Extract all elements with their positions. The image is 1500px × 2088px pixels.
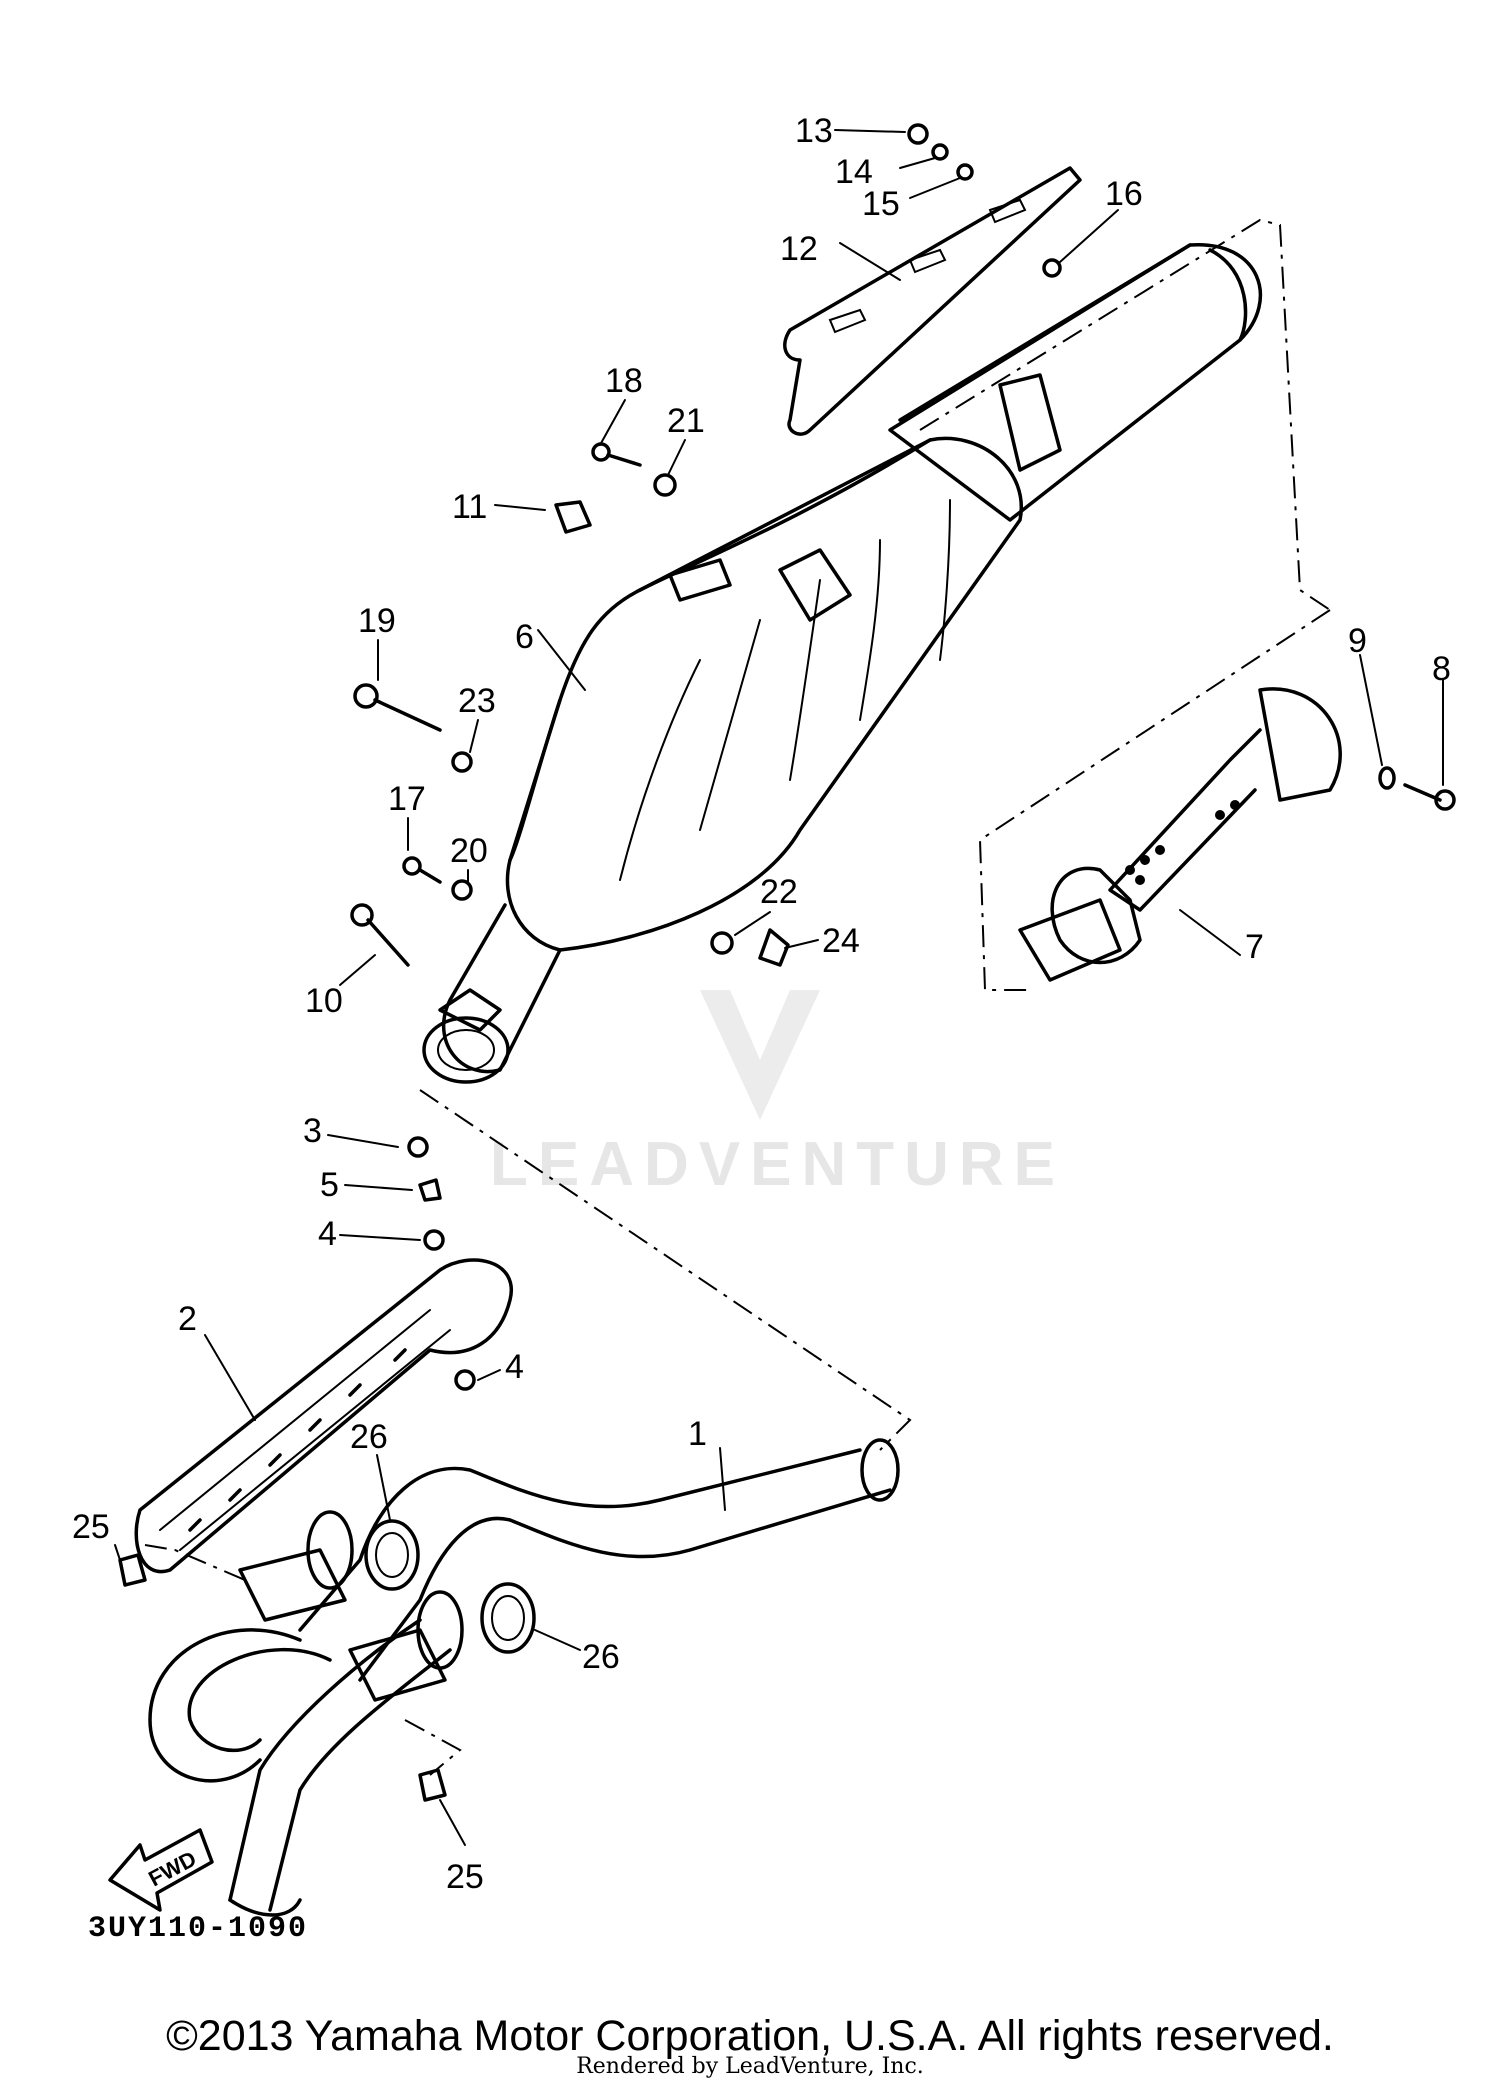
callout-7: 7 bbox=[1245, 928, 1264, 966]
callout-4b: 4 bbox=[505, 1348, 524, 1386]
muffler-assembly bbox=[422, 243, 1263, 1084]
gasket-upper-inner bbox=[375, 1532, 409, 1578]
reference-line-pipe bbox=[419, 1089, 912, 1451]
watermark-text: LEADVENTURE bbox=[490, 1130, 1065, 1199]
callout-2: 2 bbox=[178, 1300, 197, 1338]
heat-protector-upper bbox=[783, 166, 1082, 436]
callout-24: 24 bbox=[822, 922, 860, 960]
callout-14: 14 bbox=[835, 153, 873, 191]
mesh-pattern bbox=[1125, 800, 1240, 885]
gasket-lower-inner bbox=[491, 1595, 525, 1641]
exhaust-pipe bbox=[148, 1438, 900, 1917]
callout-26b: 26 bbox=[582, 1638, 620, 1676]
heat-protector-lower bbox=[134, 1258, 514, 1574]
callout-22: 22 bbox=[760, 873, 798, 911]
render-credit: Rendered by LeadVenture, Inc. bbox=[576, 2054, 924, 2079]
fwd-arrow-icon: FWD bbox=[108, 1828, 214, 1912]
callout-3: 3 bbox=[303, 1112, 322, 1150]
callout-16: 16 bbox=[1105, 175, 1143, 213]
callout-20: 20 bbox=[450, 832, 488, 870]
callout-11: 11 bbox=[452, 488, 487, 526]
callout-8: 8 bbox=[1432, 650, 1451, 688]
callout-9: 9 bbox=[1348, 622, 1367, 660]
reference-line-muffler bbox=[919, 218, 1331, 611]
diagram-code: 3UY110-1090 bbox=[88, 1912, 309, 1946]
reference-line-inner bbox=[978, 609, 1331, 991]
callout-10: 10 bbox=[305, 982, 343, 1020]
callout-labels: 1 2 3 4 4 5 6 7 8 9 10 11 12 13 14 15 16… bbox=[72, 112, 1451, 1896]
callout-15: 15 bbox=[862, 185, 900, 223]
gasket-lower bbox=[480, 1582, 536, 1654]
reference-line-flange-upper bbox=[144, 1544, 246, 1581]
callout-18: 18 bbox=[605, 362, 643, 400]
callout-1: 1 bbox=[688, 1415, 707, 1453]
callout-5: 5 bbox=[320, 1166, 339, 1204]
callout-17: 17 bbox=[388, 780, 426, 818]
callout-19: 19 bbox=[358, 602, 396, 640]
callout-13: 13 bbox=[795, 112, 833, 150]
callout-25a: 25 bbox=[72, 1508, 110, 1546]
callout-26a: 26 bbox=[350, 1418, 388, 1456]
callout-12: 12 bbox=[780, 230, 818, 268]
reference-line-flange-lower bbox=[404, 1719, 462, 1776]
leader-lines bbox=[114, 129, 1444, 1846]
copyright-notice: ©2013 Yamaha Motor Corporation, U.S.A. A… bbox=[166, 2012, 1334, 2060]
hardware bbox=[118, 123, 1456, 1802]
inner-pipe bbox=[1018, 687, 1342, 982]
callout-4a: 4 bbox=[318, 1215, 337, 1253]
callout-6: 6 bbox=[515, 618, 534, 656]
callout-21: 21 bbox=[667, 402, 705, 440]
watermark: LEADVENTURE bbox=[490, 990, 1065, 1199]
callout-25b: 25 bbox=[446, 1858, 484, 1896]
callout-23: 23 bbox=[458, 682, 496, 720]
gasket-upper bbox=[364, 1519, 420, 1591]
